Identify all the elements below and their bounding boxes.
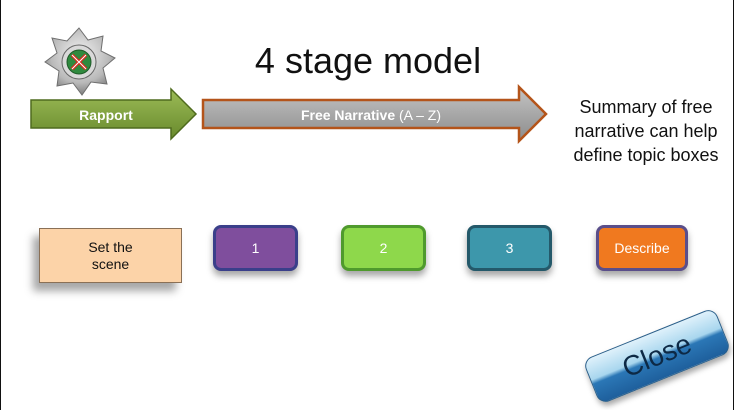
page-title: 4 stage model	[254, 40, 482, 81]
topic-3-label: 3	[505, 240, 514, 256]
rapport-arrow	[30, 87, 198, 141]
free-narrative-label: Free Narrative (A – Z)	[251, 107, 491, 123]
summary-text: Summary of free narrative can help defin…	[573, 97, 719, 165]
set-the-scene-box[interactable]: Set the scene	[39, 228, 182, 283]
close-button[interactable]: Close	[582, 307, 732, 405]
set-the-scene-label: Set the scene	[88, 238, 133, 272]
rapport-label: Rapport	[79, 107, 133, 123]
topic-1-label: 1	[251, 240, 260, 256]
describe-button[interactable]: Describe	[596, 225, 688, 271]
topic-1-button[interactable]: 1	[213, 225, 298, 271]
topic-3-button[interactable]: 3	[467, 225, 552, 271]
police-crest-icon	[44, 27, 116, 96]
close-label: Close	[617, 327, 696, 384]
topic-2-label: 2	[379, 240, 388, 256]
describe-label: Describe	[614, 240, 670, 256]
topic-2-button[interactable]: 2	[341, 225, 426, 271]
free-narrative-arrow	[201, 84, 548, 144]
free-narrative-range: (A – Z)	[395, 107, 442, 123]
free-narrative-bold: Free Narrative	[300, 107, 396, 123]
